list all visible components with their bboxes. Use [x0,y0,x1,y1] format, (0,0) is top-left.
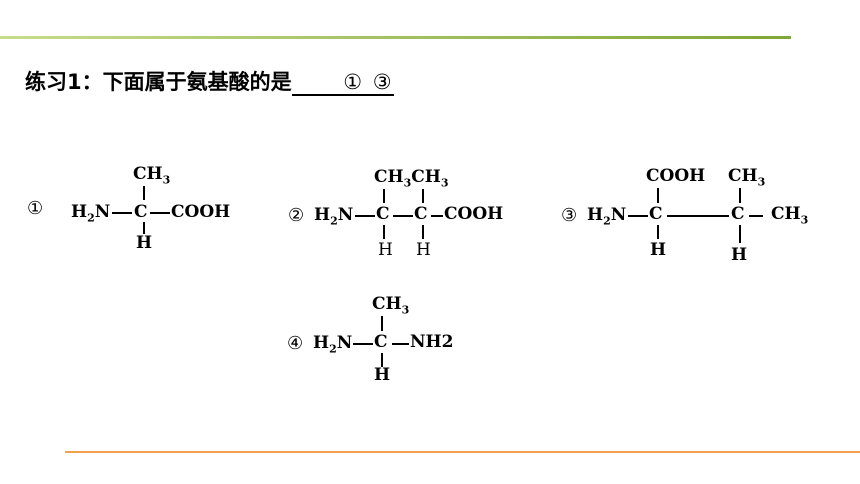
bottom-group: H [136,233,153,253]
bond [112,212,132,214]
bottom-divider [65,451,860,453]
bond [381,316,383,331]
left-group: H2N [71,202,111,225]
left-group: H2N [587,205,627,228]
question-prompt: 练习1：下面属于氨基酸的是 [25,70,292,94]
right-group: NH2 [410,332,454,352]
center-atom-2: C [731,204,745,224]
bond [739,188,741,203]
center-atom: C [134,202,148,222]
center-atom-1: C [649,204,663,224]
center-atom-1: C [376,204,390,224]
answer-blank: ① ③ [291,70,394,96]
bond [383,225,385,239]
bond [381,353,383,367]
bond [383,189,385,203]
top-group: CH3 [372,294,410,317]
bond [392,343,409,345]
right-group: COOH [444,204,504,224]
center-atom-2: C [414,204,428,224]
top-divider [0,36,791,39]
structure-number: ④ [287,333,304,354]
bond [393,215,413,217]
left-group: H2N [314,205,354,228]
bond [739,225,741,243]
top-group: CH3 [133,164,171,187]
structure-number: ② [288,205,305,226]
bottom-group-2: H [416,240,431,260]
bond [143,186,145,200]
right-group: CH3 [771,204,809,227]
bond [431,215,443,217]
left-group: H2N [313,333,353,356]
top-group-2: CH3 [728,166,766,189]
bottom-group-1: H [650,240,667,260]
bond [657,188,659,203]
answer-text: ① ③ [343,70,394,94]
bottom-group-2: H [731,245,748,265]
question-text: 练习1：下面属于氨基酸的是 ① ③ [25,66,394,96]
bond [628,215,648,217]
bond [667,215,729,217]
bond [143,222,145,234]
center-atom: C [374,332,388,352]
bond [150,212,170,214]
bond [422,189,424,203]
bond [749,215,763,217]
structure-number: ③ [561,205,578,226]
bond [422,225,424,239]
top-group: CH3CH3 [374,167,449,190]
right-group: COOH [171,202,231,222]
bond [657,225,659,239]
top-group-1: COOH [646,166,706,186]
bottom-group-1: H [378,240,393,260]
bond [353,343,373,345]
bottom-group: H [374,365,391,385]
bond [355,215,375,217]
structure-number: ① [27,198,44,219]
